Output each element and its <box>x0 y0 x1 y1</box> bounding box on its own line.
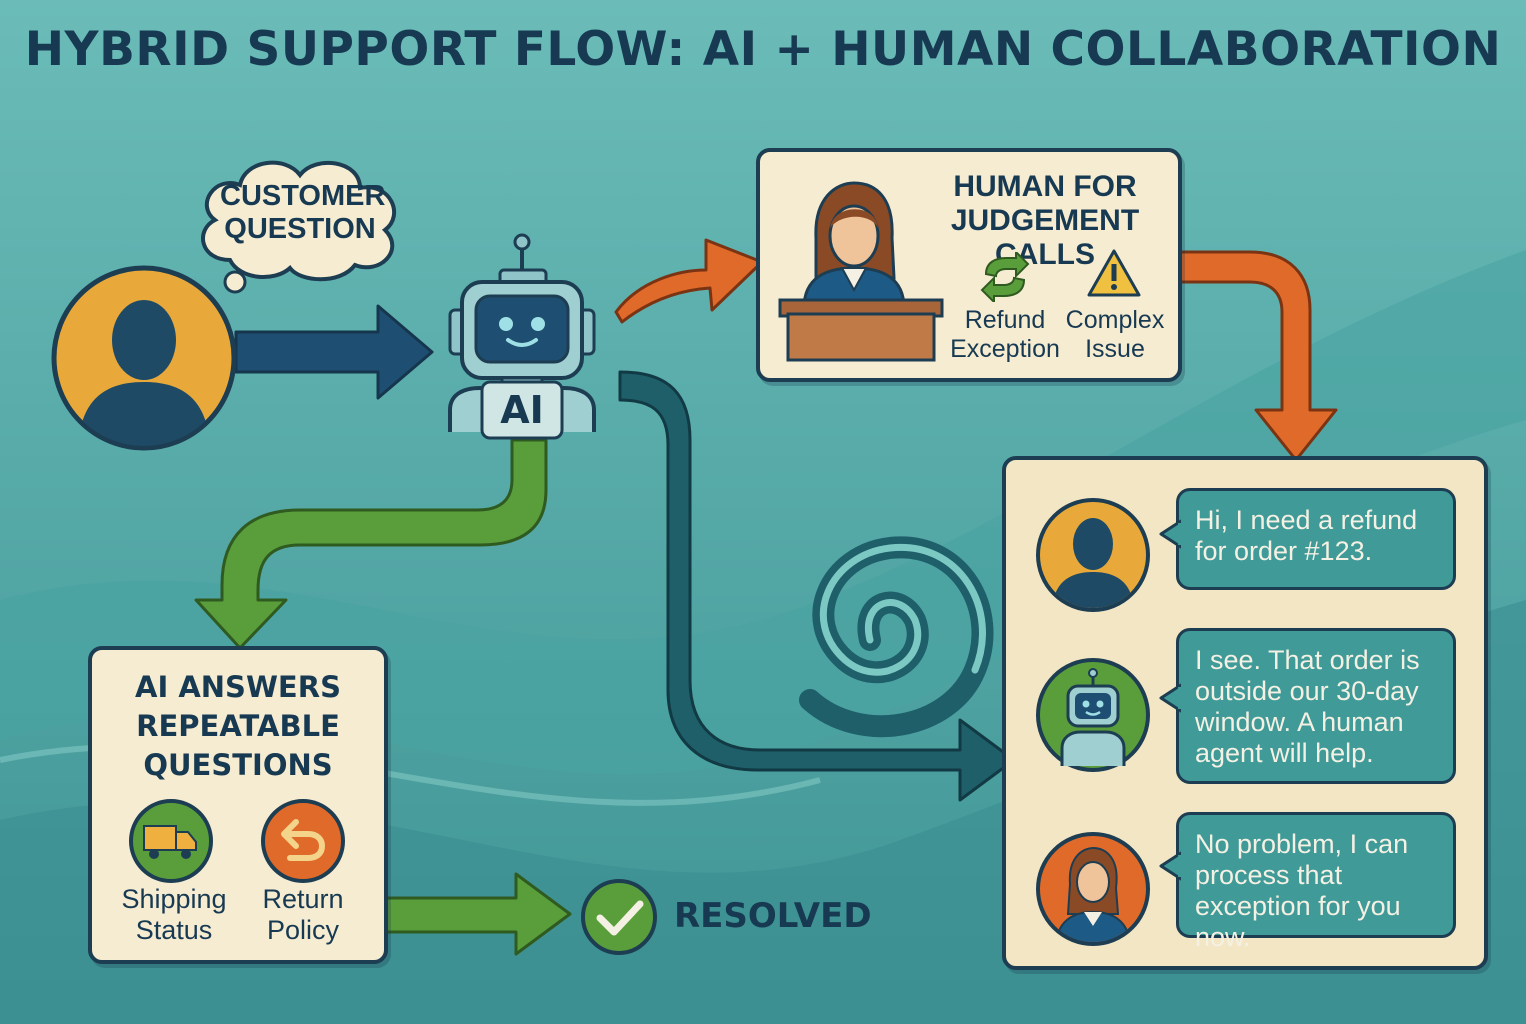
arrow-human-to-chat <box>1174 250 1338 462</box>
wave-swirl-decoration <box>799 536 994 738</box>
human-judgement-panel: HUMAN FOR JUDGEMENT CALLS Refund Excepti… <box>756 148 1182 382</box>
check-circle-icon <box>581 879 657 955</box>
bubble-tail-icon <box>1159 851 1181 881</box>
ai-answers-panel: AI ANSWERS REPEATABLE QUESTIONS Shipping… <box>88 646 388 964</box>
refresh-arrows-icon <box>980 252 1030 302</box>
chat-text-customer: Hi, I need a refund for order #123. <box>1195 505 1418 566</box>
resolved-label: RESOLVED <box>674 896 872 936</box>
return-policy-label: Return Policy <box>262 884 344 945</box>
thought-cloud-icon <box>201 160 397 294</box>
customer-question-label: CUSTOMER QUESTION <box>220 180 386 245</box>
warning-triangle-icon <box>1087 249 1141 297</box>
return-arrow-icon <box>261 799 345 883</box>
customer-chat-avatar-icon <box>1036 498 1150 612</box>
chat-text-ai: I see. That order is outside our 30-day … <box>1195 645 1420 768</box>
ai-robot-icon <box>448 233 596 440</box>
bubble-tail-icon <box>1159 683 1181 713</box>
bubble-tail-icon <box>1159 519 1181 549</box>
ai-panel-title: AI ANSWERS REPEATABLE QUESTIONS <box>135 670 341 782</box>
refund-exception-label: Refund Exception <box>950 306 1060 363</box>
arrow-ai-to-answers <box>194 438 548 650</box>
chat-message-customer: Hi, I need a refund for order #123. <box>1159 488 1456 590</box>
chat-text-human: No problem, I can process that exception… <box>1195 829 1409 952</box>
human-panel-title: HUMAN FOR JUDGEMENT CALLS <box>950 170 1140 271</box>
ai-label: AI <box>500 388 544 432</box>
arrow-customer-to-ai <box>234 304 434 400</box>
complex-issue-label: Complex Issue <box>1065 306 1165 363</box>
agent-at-desk-icon <box>778 181 944 362</box>
chat-message-ai: I see. That order is outside our 30-day … <box>1159 628 1456 784</box>
customer-avatar-icon <box>51 265 237 451</box>
shipping-status-label: Shipping Status <box>121 884 227 945</box>
human-agent-chat-avatar-icon <box>1036 832 1150 946</box>
arrow-answers-to-resolved <box>382 872 572 956</box>
customer-thought-cloud: CUSTOMER QUESTION <box>190 150 410 300</box>
chat-message-human: No problem, I can process that exception… <box>1159 812 1456 952</box>
chat-conversation-panel: Hi, I need a refund for order #123. I se… <box>1002 456 1488 970</box>
page-title: HYBRID SUPPORT FLOW: AI + HUMAN COLLABOR… <box>24 22 1502 77</box>
ai-chat-avatar-icon <box>1036 658 1150 772</box>
delivery-truck-icon <box>129 799 213 883</box>
